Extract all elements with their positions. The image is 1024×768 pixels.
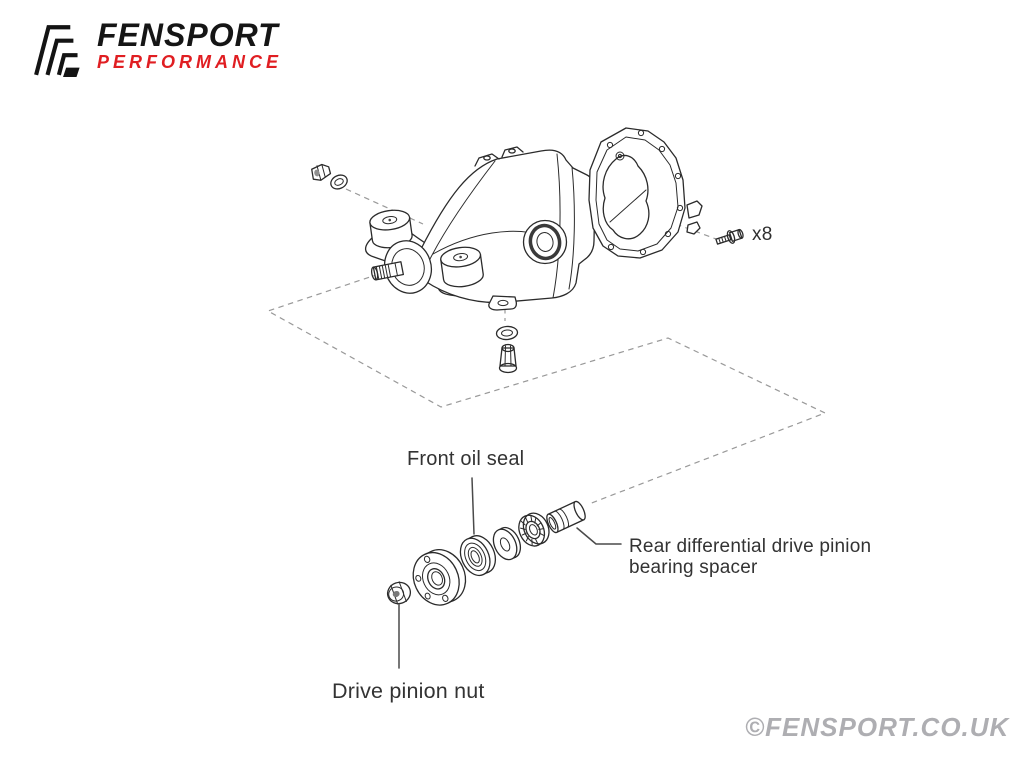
companion-flange-drawing (412, 549, 467, 606)
drain-plug-drawing (498, 343, 518, 374)
label-drive-pinion-nut: Drive pinion nut (332, 679, 485, 703)
brand-logo-text: FENSPORT PERFORMANCE (97, 17, 283, 72)
brand-title: FENSPORT (97, 17, 279, 53)
brand-logo: FENSPORT PERFORMANCE (33, 17, 283, 78)
bearing-spacer-drawing (546, 500, 586, 534)
fensport-logo-icon (34, 25, 80, 77)
front-oil-seal-leader (471, 477, 475, 535)
cover-bolt-drawing (715, 228, 744, 245)
assembly-plane-dashed-outline (266, 270, 827, 505)
rear-cover-drawing (588, 127, 703, 259)
splined-stub-shaft (370, 261, 405, 281)
drain-plug-washer-drawing (495, 325, 519, 341)
label-bolt-count: x8 (752, 224, 773, 245)
label-bearing-spacer: Rear differential drive pinion bearing s… (629, 536, 872, 578)
filler-plug-gasket-drawing (330, 174, 348, 190)
bearing-spacer-leader (576, 527, 622, 545)
filler-plug-drawing (311, 163, 332, 181)
brand-subtitle: PERFORMANCE (97, 52, 283, 72)
oil-slinger-washer-drawing (492, 526, 522, 561)
cover-bolt-holes (606, 129, 684, 256)
mount-bushing-center (440, 246, 484, 288)
rear-differential-carrier-drawing (364, 146, 596, 311)
site-watermark: ©FENSPORT.CO.UK (745, 712, 1010, 742)
mount-bushing-left (369, 209, 413, 249)
drive-pinion-nut-drawing (386, 581, 412, 605)
front-oil-seal-drawing (459, 535, 497, 577)
pinion-bearing-drawing (518, 512, 550, 547)
label-front-oil-seal: Front oil seal (407, 448, 525, 470)
